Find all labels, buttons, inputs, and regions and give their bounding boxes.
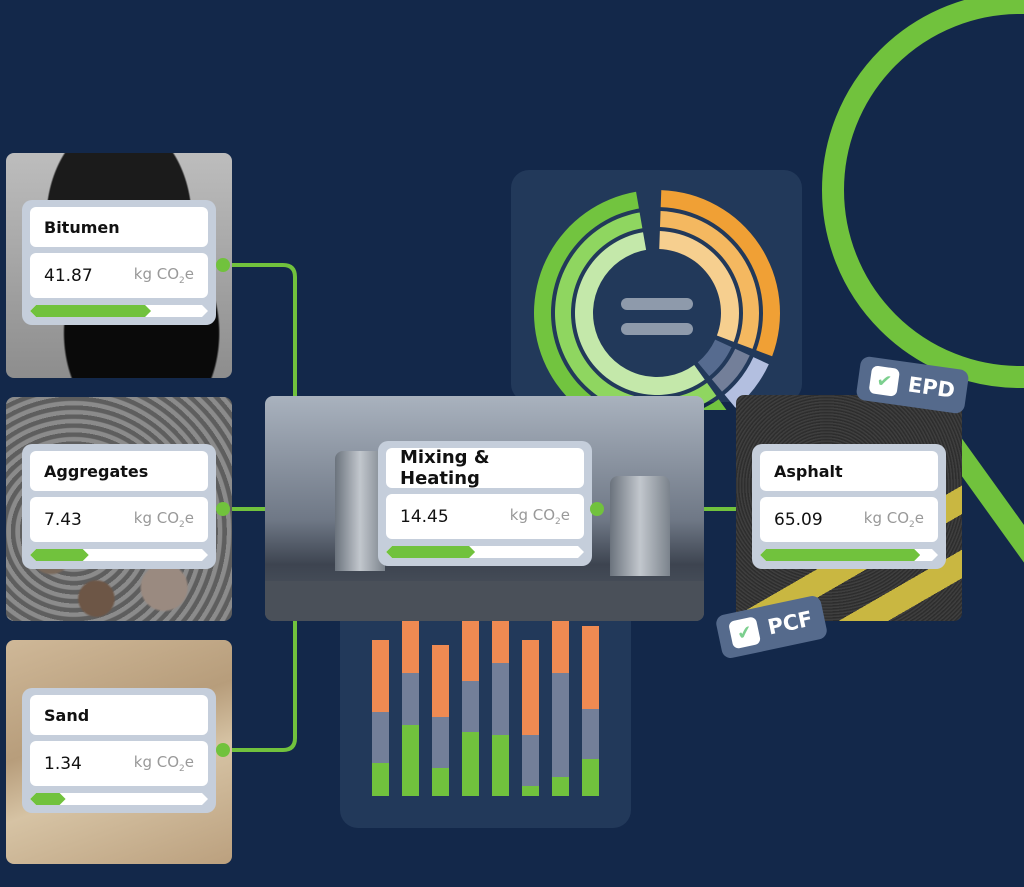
check-icon: ✔ (868, 365, 901, 397)
connector-dot (216, 502, 230, 516)
bar-5-green (492, 735, 509, 796)
bar-1-gray (372, 712, 389, 763)
bar-4-orange (462, 616, 479, 681)
check-icon: ✔ (727, 616, 762, 650)
equals-icon-bar (621, 298, 693, 310)
bar-5-orange (492, 613, 509, 663)
bar-3-green (432, 768, 449, 796)
emission-progress-bar (30, 305, 208, 317)
equals-icon-bar (621, 323, 693, 335)
donut-segment-outer-blue (724, 357, 769, 408)
emission-value: 7.43 (44, 509, 82, 530)
material-card-aggregates[interactable]: Aggregates 7.43 kg CO2e (22, 444, 216, 569)
donut-segment-middle-green (555, 212, 717, 410)
donut-segment-inner-orange (659, 231, 739, 342)
material-card-bitumen[interactable]: Bitumen 41.87 kg CO2e (22, 200, 216, 325)
bar-8-green (582, 759, 599, 796)
bar-4-green (462, 732, 479, 796)
progress-fill (30, 793, 66, 805)
connector-dot (216, 258, 230, 272)
product-card-asphalt[interactable]: Asphalt 65.09 kg CO2e (752, 444, 946, 569)
emission-unit: kg CO2e (133, 753, 194, 774)
bar-3-gray (432, 717, 449, 768)
donut-segment-outer-orange (660, 190, 780, 357)
emission-value: 65.09 (774, 509, 823, 530)
bar-7-gray (552, 673, 569, 777)
progress-fill (30, 549, 89, 561)
bar-8-gray (582, 709, 599, 759)
bar-7-orange (552, 613, 569, 673)
material-card-sand[interactable]: Sand 1.34 kg CO2e (22, 688, 216, 813)
emission-value: 41.87 (44, 265, 93, 286)
material-name: Sand (30, 695, 208, 735)
donut-segment-inner-green (575, 232, 705, 395)
bar-7-green (552, 777, 569, 796)
progress-fill (760, 549, 920, 561)
bar-6-green (522, 786, 539, 796)
emission-value: 14.45 (400, 506, 449, 527)
emission-value: 1.34 (44, 753, 82, 774)
product-name: Asphalt (760, 451, 938, 491)
emission-progress-bar (760, 549, 938, 561)
donut-segment-middle-orange (660, 211, 759, 349)
bar-4-gray (462, 681, 479, 732)
bar-2-gray (402, 673, 419, 725)
emission-unit: kg CO2e (509, 506, 570, 527)
bar-1-orange (372, 640, 389, 712)
progress-fill (30, 305, 151, 317)
bar-3-orange (432, 645, 449, 717)
bar-6-gray (522, 735, 539, 786)
pcf-label: PCF (765, 606, 815, 640)
bar-2-green (402, 725, 419, 796)
emission-progress-bar (30, 793, 208, 805)
bar-5-gray (492, 663, 509, 735)
progress-fill (386, 546, 475, 558)
bar-6-orange (522, 640, 539, 735)
emission-progress-bar (386, 546, 584, 558)
process-card-mixing-heating[interactable]: Mixing & Heating 14.45 kg CO2e (378, 441, 592, 566)
bar-8-orange (582, 626, 599, 709)
connector-dot (216, 743, 230, 757)
bar-1-green (372, 763, 389, 796)
donut-segment-inner-blue (697, 339, 732, 377)
donut-segment-middle-blue (711, 348, 750, 392)
emission-progress-bar (30, 549, 208, 561)
epd-label: EPD (906, 372, 957, 403)
emission-unit: kg CO2e (133, 509, 194, 530)
bar-2-orange (402, 613, 419, 673)
connector-dot (590, 502, 604, 516)
stacked-bar-chart (372, 613, 599, 796)
material-name: Aggregates (30, 451, 208, 491)
donut-chart (534, 190, 780, 410)
emission-unit: kg CO2e (133, 265, 194, 286)
emission-unit: kg CO2e (863, 509, 924, 530)
process-name: Mixing & Heating (386, 447, 584, 489)
material-name: Bitumen (30, 207, 208, 247)
